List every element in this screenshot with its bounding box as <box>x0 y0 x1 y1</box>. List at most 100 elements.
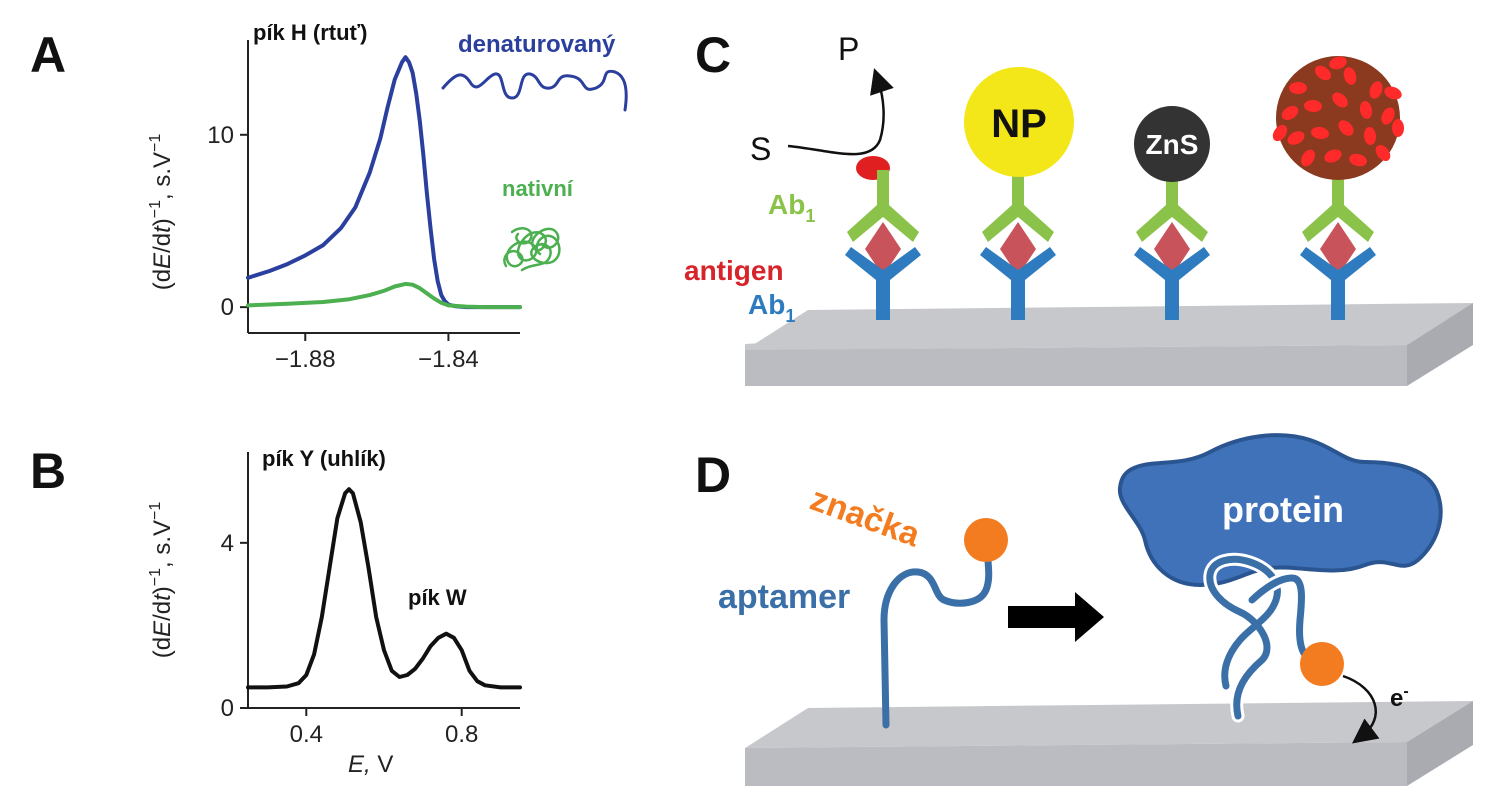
panel-letter-a: A <box>30 27 66 83</box>
nanosphere-dot <box>1329 56 1347 70</box>
xlabel-b-unit: V <box>371 751 394 778</box>
panel-d: D značka aptamer protein e- <box>695 433 1473 786</box>
nanoparticle <box>964 67 1074 177</box>
x-tick-label: −1.88 <box>275 346 336 373</box>
redox-tag-free <box>964 518 1008 562</box>
ylabel-a-close: ) <box>149 218 176 226</box>
nanosphere-dot <box>1281 106 1299 120</box>
surface-slab-side-d <box>1407 701 1473 786</box>
zns-quantum-dot <box>1134 106 1210 182</box>
surface-slab-side-c <box>1407 303 1473 386</box>
protein-label: protein <box>1222 489 1344 530</box>
nanosphere-dot <box>1332 92 1348 108</box>
native-coil-icon <box>503 227 561 272</box>
ylabel-b-close: ) <box>149 586 176 594</box>
electron-label: e- <box>1390 683 1409 712</box>
series-line-0 <box>246 55 522 310</box>
nanosphere-dot <box>1349 153 1367 167</box>
loaded-nanosphere-dots <box>1272 56 1405 167</box>
zns-label: ZnS <box>1146 129 1199 160</box>
panel-a-ylabel: (dE/dt)−1, s.V−1 <box>147 134 176 291</box>
sandwich-3 <box>1134 175 1210 320</box>
nanosphere-dot <box>1314 65 1332 81</box>
ylabel-a-slash: /d <box>149 233 176 253</box>
nanoparticle-label: NP <box>991 102 1047 146</box>
svg-text:(dE/dt)−1, s.V−1: (dE/dt)−1, s.V−1 <box>147 134 176 291</box>
nanosphere-dot <box>1289 82 1307 94</box>
nanosphere-dot <box>1324 149 1342 163</box>
panel-letter-b: B <box>30 443 66 499</box>
nanosphere-dot <box>1391 119 1405 137</box>
tag-label: značka <box>805 480 926 555</box>
ylabel-a-t: t <box>149 225 176 233</box>
ylabel-b-slash: /d <box>149 601 176 621</box>
panel-letter-c: C <box>695 27 731 83</box>
peak-label-y: pík Y (uhlík) <box>262 446 386 471</box>
svg-text:(dE/dt)−1, s.V−1: (dE/dt)−1, s.V−1 <box>147 502 176 659</box>
y-tick-label: 10 <box>207 122 234 149</box>
ylabel-a-e: E <box>149 252 176 269</box>
panel-b-ylabel: (dE/dt)−1, s.V−1 <box>147 502 176 659</box>
y-tick-label: 0 <box>221 695 234 722</box>
nanosphere-dot <box>1381 107 1395 125</box>
panel-a: A pík H (rtuť) (dE/dt)−1, s.V−1 −1.88 −1.… <box>30 20 628 373</box>
ylabel-b-e: E <box>149 620 176 637</box>
nanosphere-dot <box>1272 124 1288 142</box>
ylabel-b-unit-exp: −1 <box>147 502 164 520</box>
panel-c: C S P Ab1 antigen Ab1 <box>684 27 1473 386</box>
chart-b: 0.4 0.8 0 4 <box>221 452 522 748</box>
redox-tag-bound <box>1300 642 1344 686</box>
nanosphere-dot <box>1304 99 1322 113</box>
reaction-arrow <box>1008 592 1104 642</box>
product-label: P <box>838 31 859 67</box>
nanosphere-dot <box>1359 101 1373 119</box>
surface-slab-d <box>745 701 1473 748</box>
nanosphere-dot <box>1384 86 1402 100</box>
nanosphere-dot <box>1369 81 1383 99</box>
aptamer-label: aptamer <box>718 578 850 616</box>
ylabel-a-exp: −1 <box>147 200 164 218</box>
ab1-top-label: Ab1 <box>768 189 815 226</box>
x-tick-label: 0.8 <box>445 721 478 748</box>
peak-label-w: pík W <box>408 585 467 610</box>
x-tick-label: 0.4 <box>290 721 323 748</box>
nanosphere-dot <box>1301 149 1315 167</box>
sandwich-2 <box>980 168 1056 320</box>
series-line-1 <box>246 281 522 310</box>
xlabel-b-e: E, <box>348 751 371 778</box>
ylabel-a-unit-exp: −1 <box>147 134 164 152</box>
ylabel-a-open: (d <box>149 269 176 290</box>
antigen-label: antigen <box>684 255 784 286</box>
ylabel-b-open: (d <box>149 637 176 658</box>
nanosphere-dot <box>1338 120 1354 136</box>
panel-letter-d: D <box>695 447 731 503</box>
panel-a-title: pík H (rtuť) <box>253 20 367 45</box>
nanosphere-dot <box>1375 145 1391 161</box>
surface-slab-front-c <box>745 345 1407 386</box>
conversion-arrow <box>787 68 894 156</box>
nanosphere-dot <box>1343 67 1357 85</box>
sandwich-4 <box>1300 168 1376 320</box>
loaded-nanosphere <box>1272 56 1405 180</box>
ylabel-b-unit: , s.V <box>149 520 176 568</box>
nanosphere-dot <box>1363 127 1377 145</box>
bound-aptamer <box>1203 552 1325 723</box>
substrate-label: S <box>750 131 771 167</box>
ylabel-b-t: t <box>149 593 176 601</box>
surface-slab-c <box>745 303 1473 350</box>
free-aptamer-strand <box>880 541 993 729</box>
panel-b-xlabel: E, V <box>348 751 393 778</box>
legend-native-label: nativní <box>502 176 574 201</box>
series-line-0 <box>246 487 522 690</box>
y-tick-label: 4 <box>221 530 234 557</box>
ylabel-b-exp: −1 <box>147 568 164 586</box>
electron-transfer-arrow <box>1342 674 1380 744</box>
nanosphere-dot <box>1311 126 1329 140</box>
ab1-bottom-label: Ab1 <box>748 289 795 326</box>
denatured-chain-icon <box>441 69 628 112</box>
x-tick-label: −1.84 <box>418 346 479 373</box>
legend-denatured-label: denaturovaný <box>458 31 616 58</box>
